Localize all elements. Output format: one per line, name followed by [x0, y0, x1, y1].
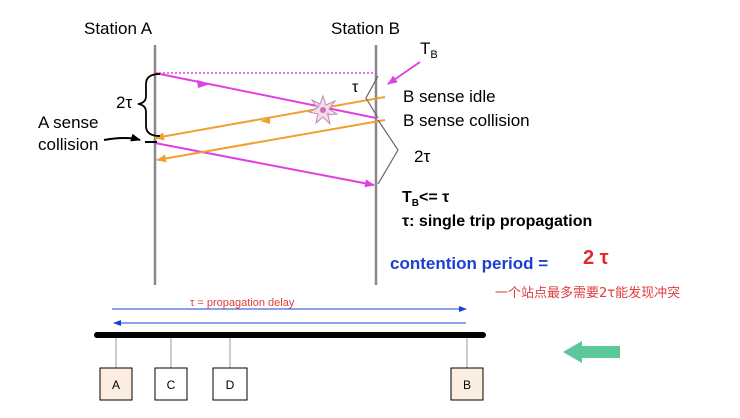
- node-d-box: [212, 367, 248, 401]
- right-two-tau-bracket: [377, 119, 399, 185]
- chinese-note: 一个站点最多需要2τ能发现冲突: [495, 285, 680, 301]
- tb-label: TB: [420, 39, 438, 61]
- tau-definition: τ: single trip propagation: [402, 213, 592, 230]
- b-to-a-direction-arrow: [260, 118, 270, 124]
- b-sense-collision-label: B sense collision: [403, 111, 530, 130]
- station-b-title: Station B: [331, 19, 400, 38]
- node-a-label: A: [112, 378, 120, 392]
- a-sense-label-line1: A sense: [38, 113, 99, 132]
- a-to-b-signal: [154, 72, 377, 119]
- a-sense-label-line2: collision: [38, 135, 98, 154]
- contention-period-value: 2 τ: [583, 247, 609, 269]
- left-two-tau-label: 2τ: [116, 93, 132, 112]
- b-idle-signal: [154, 96, 386, 141]
- node-b-box: [450, 367, 484, 401]
- b-collision-signal: [156, 119, 386, 163]
- tb-pointer: [387, 61, 421, 85]
- tb-condition: TB<= τ: [402, 189, 449, 209]
- a-sense-pointer: [103, 133, 141, 142]
- node-d-label: D: [226, 378, 235, 392]
- node-a-box: [99, 367, 133, 401]
- green-left-arrow-icon: [563, 341, 620, 363]
- contention-period-label: contention period =: [390, 254, 548, 273]
- right-two-tau-label: 2τ: [414, 147, 430, 166]
- node-b-label: B: [463, 378, 471, 392]
- left-brace: [137, 73, 161, 137]
- node-c-label: C: [167, 378, 176, 392]
- propagation-delay-label: τ = propagation delay: [190, 297, 295, 309]
- station-a-title: Station A: [84, 19, 153, 38]
- tau-label: τ: [352, 79, 359, 96]
- a-to-b-direction-arrow: [197, 80, 210, 88]
- node-c-box: [154, 367, 188, 401]
- a-to-b-jam-signal: [154, 142, 375, 188]
- b-sense-idle-label: B sense idle: [403, 87, 496, 106]
- tau-bracket: [365, 75, 379, 119]
- collision-burst-icon: [307, 94, 339, 126]
